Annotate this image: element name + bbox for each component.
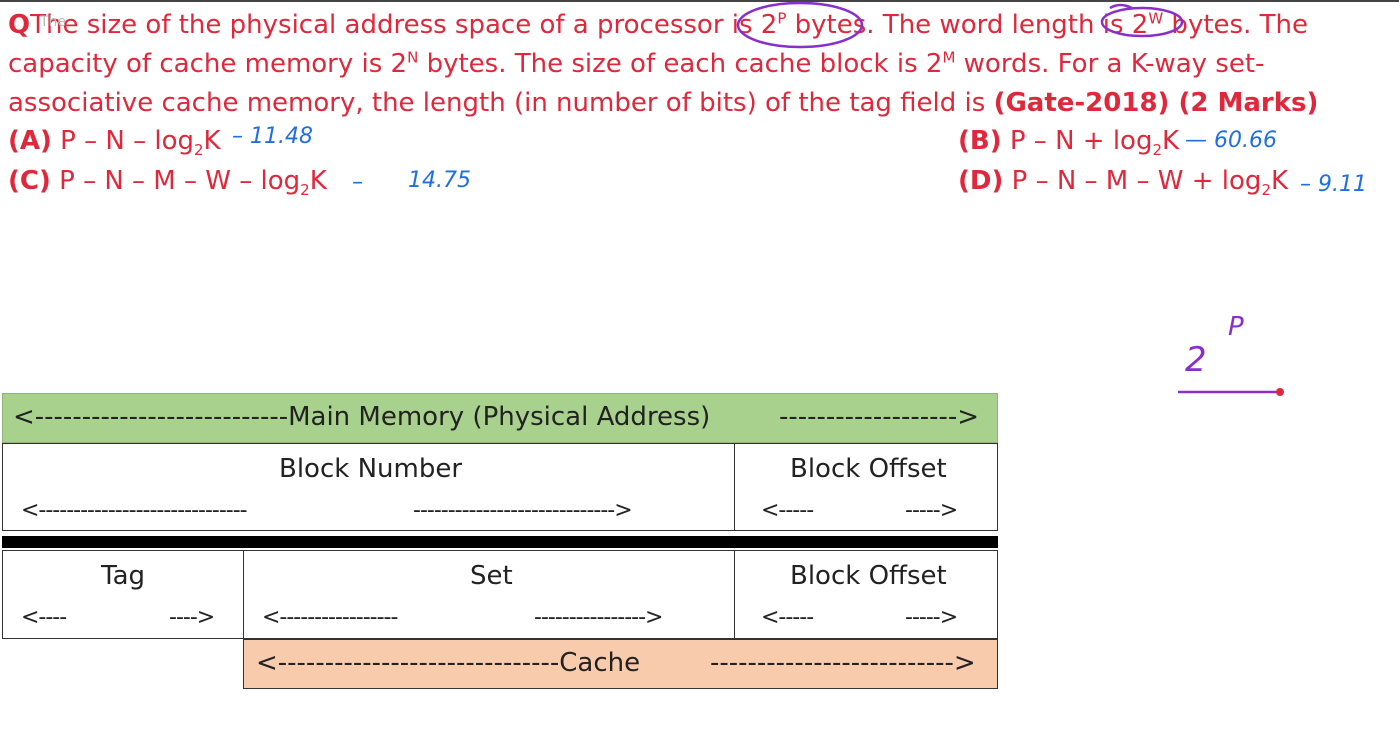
exam-tag: (Gate-2018) (2 Marks)	[993, 88, 1319, 118]
handwritten-note-a: – 11.48	[232, 124, 313, 149]
handwritten-note-c: 14.75	[408, 168, 471, 193]
pen-circle-annotation	[736, 1, 1184, 49]
set-cell: Set <----------------- ---------------->	[243, 550, 735, 639]
block-offset-label-bottom: Block Offset	[790, 561, 947, 591]
handwritten-note-c-dash: –	[352, 170, 363, 195]
option-a: (A) P – N – log2K	[8, 126, 221, 160]
tag-cell: Tag <---- ---->	[2, 550, 244, 639]
set-label: Set	[470, 561, 513, 591]
cache-footer: <------------------------------Cache ---…	[243, 639, 998, 689]
handwritten-power-base: 2	[1185, 340, 1207, 380]
main-memory-header: <---------------------------Main Memory …	[2, 393, 998, 443]
watermark-text: The	[40, 14, 67, 30]
block-offset-cell-bottom: Block Offset <----- ----->	[734, 550, 998, 639]
question-text: QThe size of the physical address space …	[8, 9, 1319, 118]
handwritten-note-b: — 60.66	[1185, 128, 1277, 153]
block-number-label: Block Number	[279, 454, 463, 484]
block-offset-label-top: Block Offset	[790, 454, 947, 484]
question-label: Q	[8, 10, 31, 40]
pen-underline	[1178, 388, 1284, 396]
option-d: (D) P – N – M – W + log2K	[958, 166, 1289, 200]
address-field-diagram: <---------------------------Main Memory …	[2, 393, 998, 691]
option-b: (B) P – N + log2K	[958, 126, 1180, 160]
block-number-cell: Block Number <--------------------------…	[2, 443, 735, 531]
handwritten-note-d: – 9.11	[1300, 172, 1367, 197]
tag-label: Tag	[101, 561, 146, 591]
top-border	[0, 0, 1399, 2]
divider-bar	[2, 536, 998, 548]
option-c: (C) P – N – M – W – log2K	[8, 166, 327, 200]
handwritten-power-exp: P	[1228, 312, 1244, 342]
block-offset-cell-top: Block Offset <----- ----->	[734, 443, 998, 531]
